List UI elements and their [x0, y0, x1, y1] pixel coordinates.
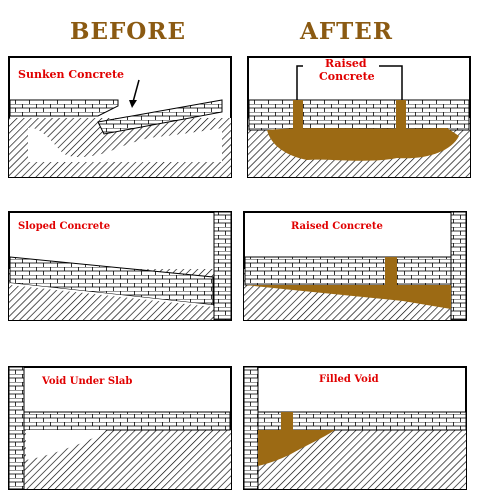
label-sloped-concrete: Sloped Concrete [18, 221, 110, 232]
label-sunken-concrete: Sunken Concrete [18, 68, 124, 81]
label-filled-void: Filled Void [319, 374, 379, 385]
label-raised-line2: Concrete [319, 70, 375, 83]
label-raised-line1: Raised [325, 57, 367, 70]
label-void-under-slab: Void Under Slab [41, 376, 132, 387]
panel-sunken-concrete: Sunken Concrete [8, 56, 232, 178]
panel-filled-void: Filled Void [243, 366, 467, 490]
panel-void-under-slab: Void Under Slab [8, 366, 232, 490]
after-heading: AFTER [300, 18, 393, 45]
label-raised-concrete-mid: Raised Concrete [291, 221, 383, 232]
panel-raised-concrete-top: Raised Concrete [247, 56, 471, 178]
panel-raised-concrete-mid: Raised Concrete [243, 211, 467, 321]
before-heading: BEFORE [70, 18, 186, 45]
panel-sloped-concrete: Sloped Concrete [8, 211, 232, 321]
